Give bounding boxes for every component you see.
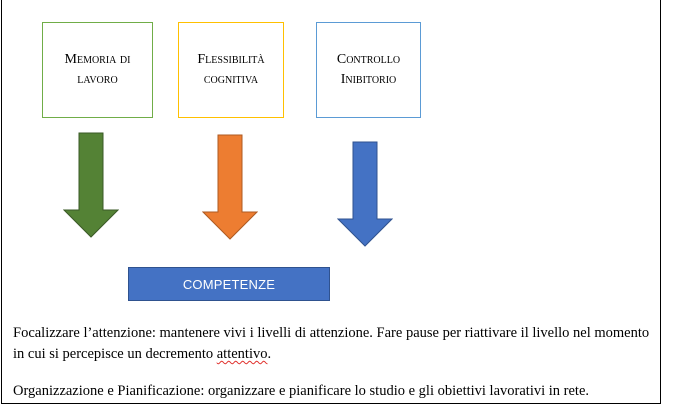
box-controllo-inibitorio: Controllo Inibitorio — [316, 22, 421, 118]
paragraph-organizzazione: Organizzazione e Pianificazione: organiz… — [13, 381, 658, 402]
paragraph-organizzazione-text: Organizzazione e Pianificazione: organiz… — [13, 383, 590, 399]
competenze-label: COMPETENZE — [182, 276, 276, 292]
arrow-down-icon — [63, 132, 119, 238]
box-flessibilita-cognitiva: Flessibilità cognitiva — [178, 22, 284, 118]
arrow-down-shape-green — [63, 132, 119, 238]
paragraph-attenzione-end: . — [267, 346, 272, 362]
arrow-down-icon — [202, 134, 258, 240]
paragraph-attenzione-text: Focalizzare l’attenzione: mantenere vivi… — [13, 325, 650, 362]
box-label-line1: Flessibilità — [197, 52, 265, 67]
box-label-line2: cognitiva — [203, 72, 259, 87]
arrow-down-shape-blue — [337, 141, 393, 247]
box-label-line2: Inibitorio — [340, 72, 397, 87]
paragraph-attenzione: Focalizzare l’attenzione: mantenere vivi… — [13, 323, 658, 365]
box-label-line1: Controllo — [336, 52, 401, 67]
box-memoria-di-lavoro: Memoria di lavoro — [42, 22, 153, 118]
arrow-down-shape-orange — [202, 134, 258, 240]
box-label-line2: lavoro — [77, 72, 118, 87]
spellcheck-flagged-word: attentivo — [216, 346, 268, 362]
box-label-line1: Memoria di — [64, 52, 131, 67]
arrow-down-icon — [337, 141, 393, 247]
competenze-box: COMPETENZE — [128, 267, 330, 301]
